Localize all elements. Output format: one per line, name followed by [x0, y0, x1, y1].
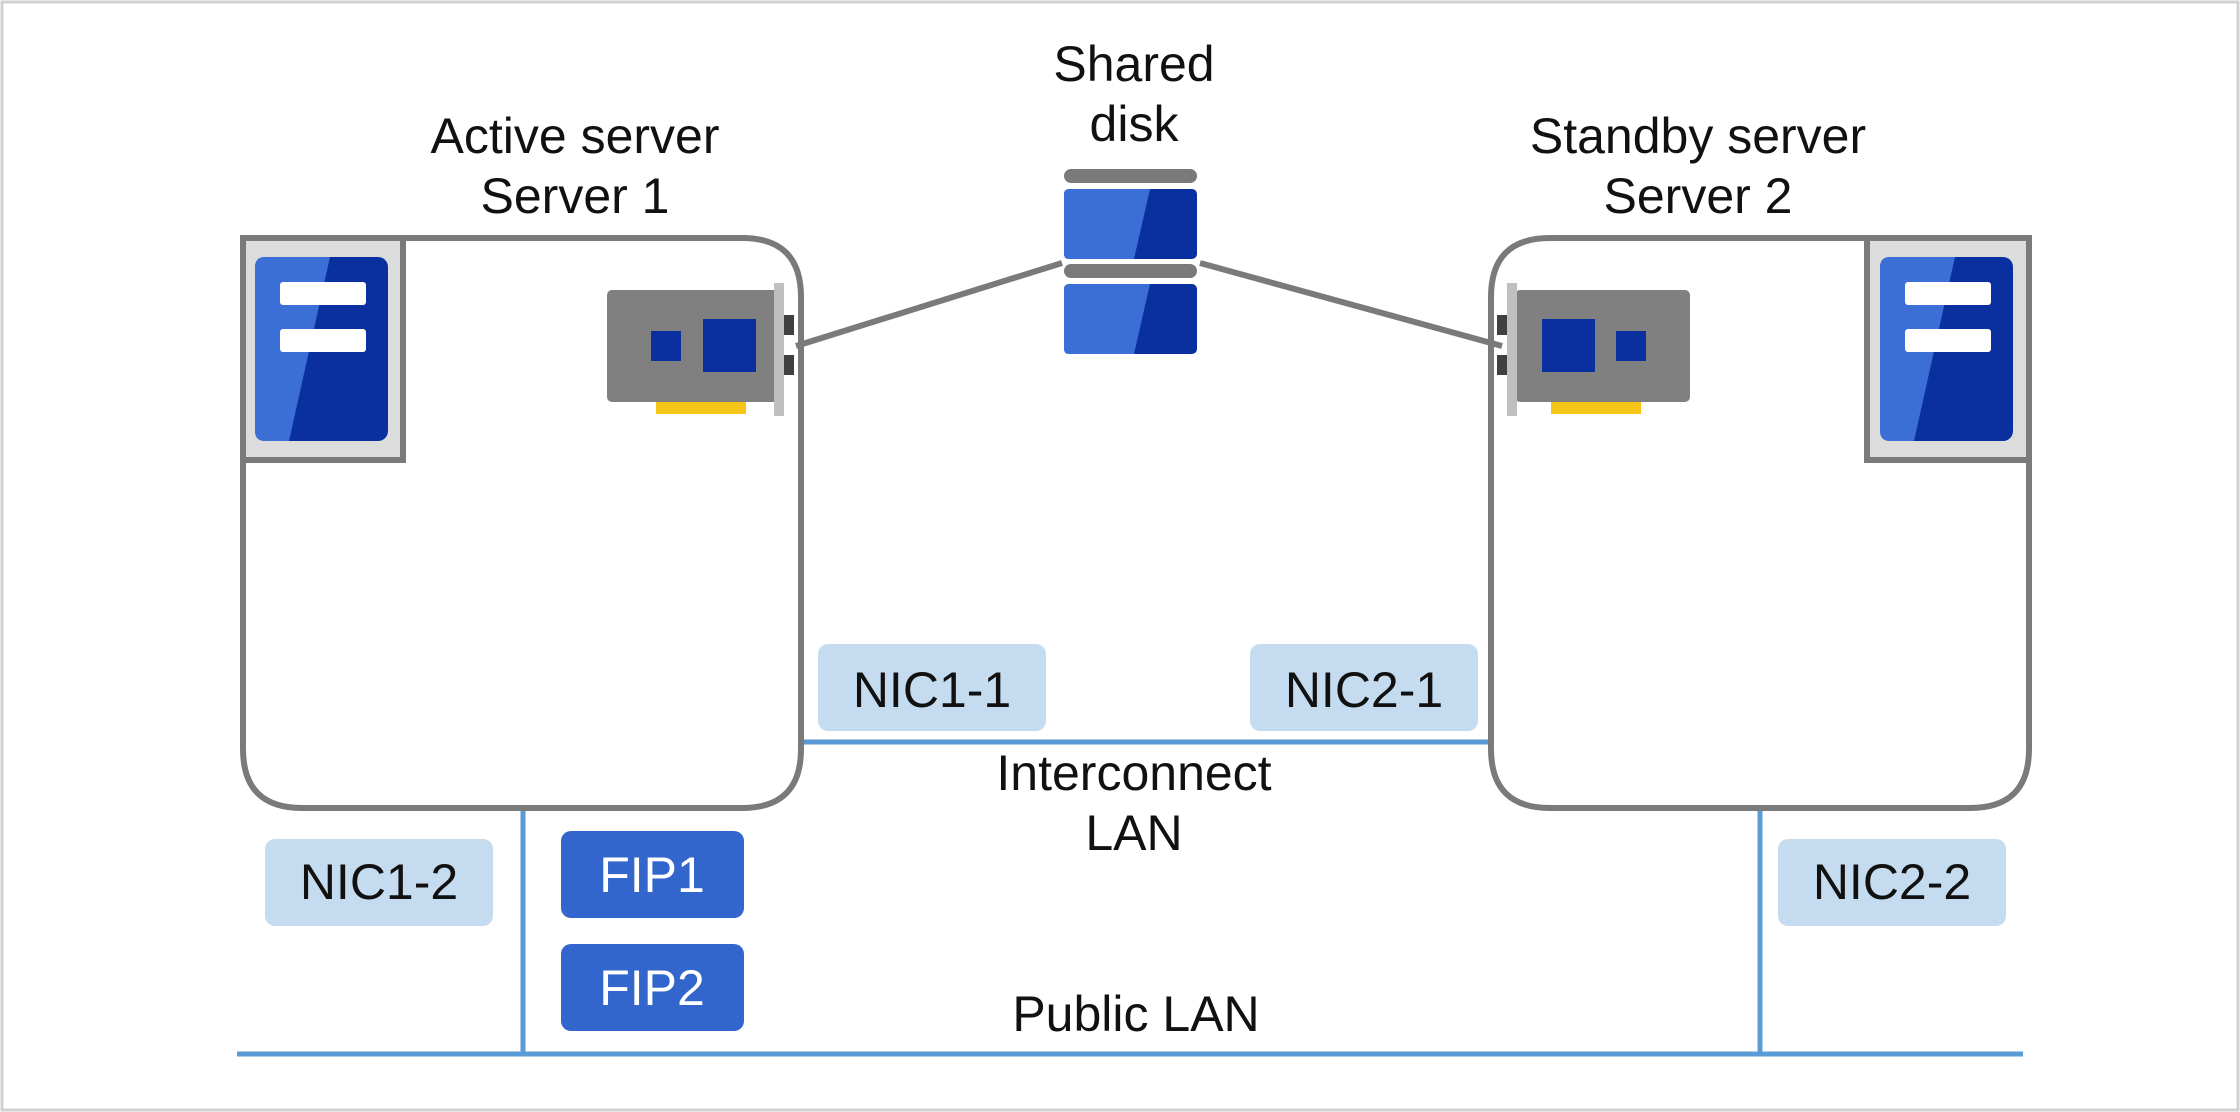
- server-icon: [240, 235, 406, 463]
- active-server-name: Server 1: [481, 168, 670, 224]
- interconnect-lan-label-line1: Interconnect: [996, 745, 1271, 801]
- fip1-label: FIP1: [599, 847, 705, 903]
- nic1-1-label: NIC1-1: [853, 662, 1011, 718]
- fip2-label: FIP2: [599, 960, 705, 1016]
- shared-disk-label-line1: Shared: [1053, 36, 1214, 92]
- fip1-badge: FIP1: [561, 831, 744, 918]
- shared-disk-label-line2: disk: [1090, 96, 1180, 152]
- nic2-1-badge: NIC2-1: [1250, 644, 1478, 731]
- active-server-title: Active server: [431, 108, 720, 164]
- nic2-2-badge: NIC2-2: [1778, 839, 2006, 926]
- shared-disk-icon: [1064, 169, 1197, 354]
- standby-server-name: Server 2: [1604, 168, 1793, 224]
- hba-card-icon: [607, 283, 794, 416]
- nic2-2-label: NIC2-2: [1813, 854, 1971, 910]
- nic1-2-label: NIC1-2: [300, 854, 458, 910]
- nic2-1-label: NIC2-1: [1285, 662, 1443, 718]
- fip2-badge: FIP2: [561, 944, 744, 1031]
- public-lan-label: Public LAN: [1012, 986, 1259, 1042]
- nic1-1-badge: NIC1-1: [818, 644, 1046, 731]
- interconnect-lan-label-line2: LAN: [1085, 805, 1182, 861]
- disk-connection-lines: [795, 260, 1503, 349]
- server-icon: [1864, 235, 2032, 463]
- nic1-2-badge: NIC1-2: [265, 839, 493, 926]
- standby-server-title: Standby server: [1530, 108, 1866, 164]
- hba-card-icon: [1497, 283, 1690, 416]
- public-lan-line: [237, 808, 2023, 1057]
